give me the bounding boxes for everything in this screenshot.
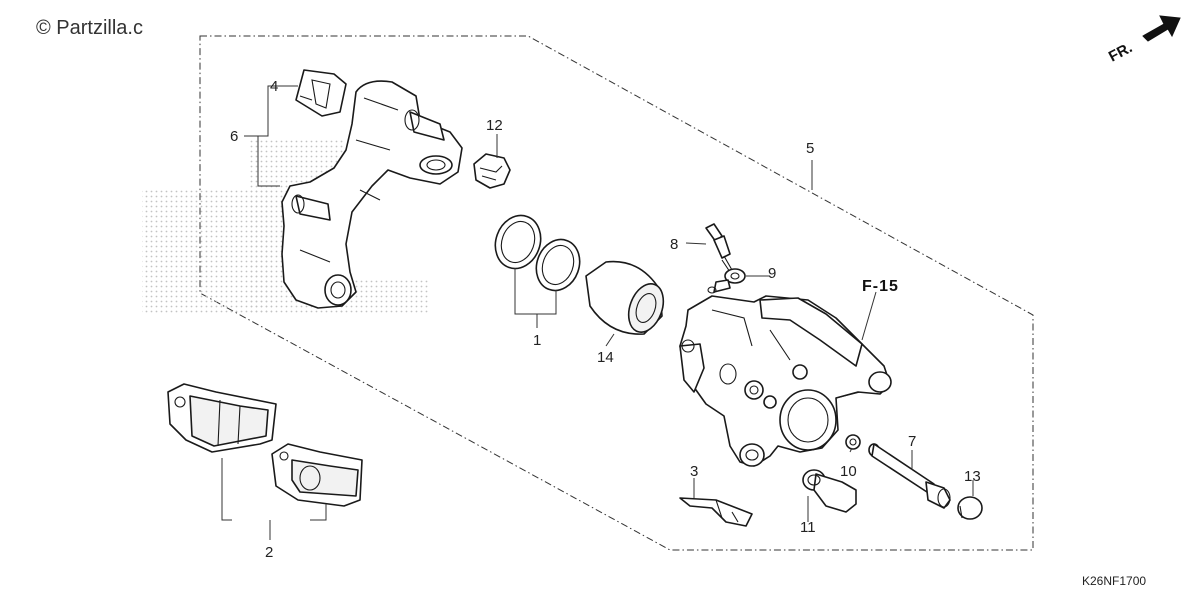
direction-label: FR. (1106, 39, 1135, 65)
callout-13: 13 (964, 468, 981, 485)
brake-pad-set (167, 383, 363, 507)
piston-seals (494, 214, 581, 292)
boot-cap (473, 153, 511, 189)
callout-7: 7 (908, 433, 916, 450)
pad-retainer (679, 497, 753, 527)
callout-2: 2 (265, 544, 273, 561)
arrow-icon (1142, 15, 1181, 42)
diagram-code: K26NF1700 (1082, 574, 1146, 588)
callout-12: 12 (486, 117, 503, 134)
callouts: 4 6 12 5 8 9 1 14 7 10 3 13 11 2 (230, 78, 981, 561)
pad-spring-clip (295, 69, 347, 117)
slide-pin-bolt (868, 443, 951, 509)
pin-cap (957, 496, 983, 520)
leader-lines (221, 85, 974, 540)
reference-label: F-15 (862, 278, 899, 295)
callout-3: 3 (690, 463, 698, 480)
callout-11: 11 (800, 519, 816, 536)
bleed-screw (705, 223, 733, 273)
callout-8: 8 (670, 236, 678, 253)
callout-9: 9 (768, 265, 776, 282)
callout-1: 1 (533, 332, 541, 349)
watermark: © Partzilla.c (36, 17, 143, 39)
callout-6: 6 (230, 128, 238, 145)
pin-boot (802, 469, 857, 513)
caliper-bracket (281, 80, 463, 309)
callout-5: 5 (806, 140, 814, 157)
callout-4: 4 (270, 78, 278, 95)
callout-14: 14 (597, 349, 614, 366)
front-direction-indicator: FR. (1106, 15, 1181, 66)
bleed-screw-cap (707, 268, 746, 294)
pin-nut (845, 434, 861, 450)
caliper-body (679, 295, 892, 467)
piston (585, 260, 665, 335)
callout-10: 10 (840, 463, 857, 480)
